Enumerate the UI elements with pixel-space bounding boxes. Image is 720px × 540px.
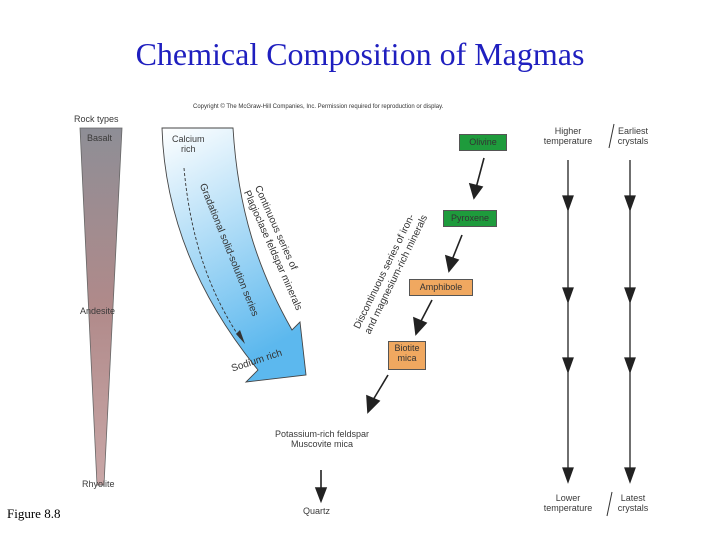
discontinuous-arrows bbox=[314, 157, 485, 504]
rock-andesite: Andesite bbox=[80, 306, 116, 316]
temperature-crystal-arrows bbox=[562, 160, 636, 484]
calcium-rich-label: Calcium rich bbox=[172, 134, 205, 155]
rock-basalt: Basalt bbox=[87, 133, 113, 143]
earliest-crystals-label: Earliest crystals bbox=[613, 126, 653, 147]
mineral-biotite-mica: Biotite mica bbox=[388, 341, 426, 370]
mineral-amphibole: Amphibole bbox=[409, 279, 473, 296]
slide-title: Chemical Composition of Magmas bbox=[135, 36, 585, 72]
higher-temperature-label: Higher temperature bbox=[535, 126, 601, 147]
higher-temp-line2: temperature bbox=[543, 136, 593, 147]
calcium-rich-line1: Calcium bbox=[172, 134, 205, 144]
lower-temp-line1: Lower bbox=[555, 493, 581, 503]
rock-types-heading: Rock types bbox=[74, 114, 119, 124]
continuous-series-dashed-line bbox=[183, 167, 241, 339]
latest-line2: crystals bbox=[617, 503, 649, 514]
bottom-slash-divider bbox=[606, 491, 613, 517]
earliest-line1: Earliest bbox=[617, 126, 648, 136]
late-minerals-label: Potassium-rich feldspar Muscovite mica bbox=[262, 429, 382, 450]
mineral-olivine: Olivine bbox=[459, 134, 507, 151]
earliest-line2: crystals bbox=[617, 136, 649, 147]
top-slash-divider bbox=[608, 123, 615, 149]
potassium-feldspar: Potassium-rich feldspar bbox=[274, 429, 370, 439]
calcium-rich-line2: rich bbox=[181, 144, 196, 155]
higher-temp-line1: Higher bbox=[554, 126, 582, 136]
lower-temperature-label: Lower temperature bbox=[535, 493, 601, 514]
rock-composition-wedge bbox=[79, 127, 123, 486]
mineral-pyroxene: Pyroxene bbox=[443, 210, 497, 227]
latest-line1: Latest bbox=[620, 493, 646, 503]
dashed-line-arrowhead bbox=[236, 330, 245, 344]
rock-rhyolite: Rhyolite bbox=[82, 479, 115, 489]
muscovite-mica: Muscovite mica bbox=[290, 439, 353, 450]
figure-caption: Figure 8.8 bbox=[7, 506, 61, 521]
continuous-series-arrow bbox=[161, 127, 307, 383]
latest-crystals-label: Latest crystals bbox=[613, 493, 653, 514]
lower-temp-line2: temperature bbox=[543, 503, 593, 514]
biotite-line1: Biotite bbox=[394, 343, 420, 353]
biotite-line2: mica bbox=[397, 352, 417, 363]
mineral-quartz: Quartz bbox=[303, 506, 331, 516]
copyright-notice: Copyright © The McGraw-Hill Companies, I… bbox=[193, 104, 444, 110]
